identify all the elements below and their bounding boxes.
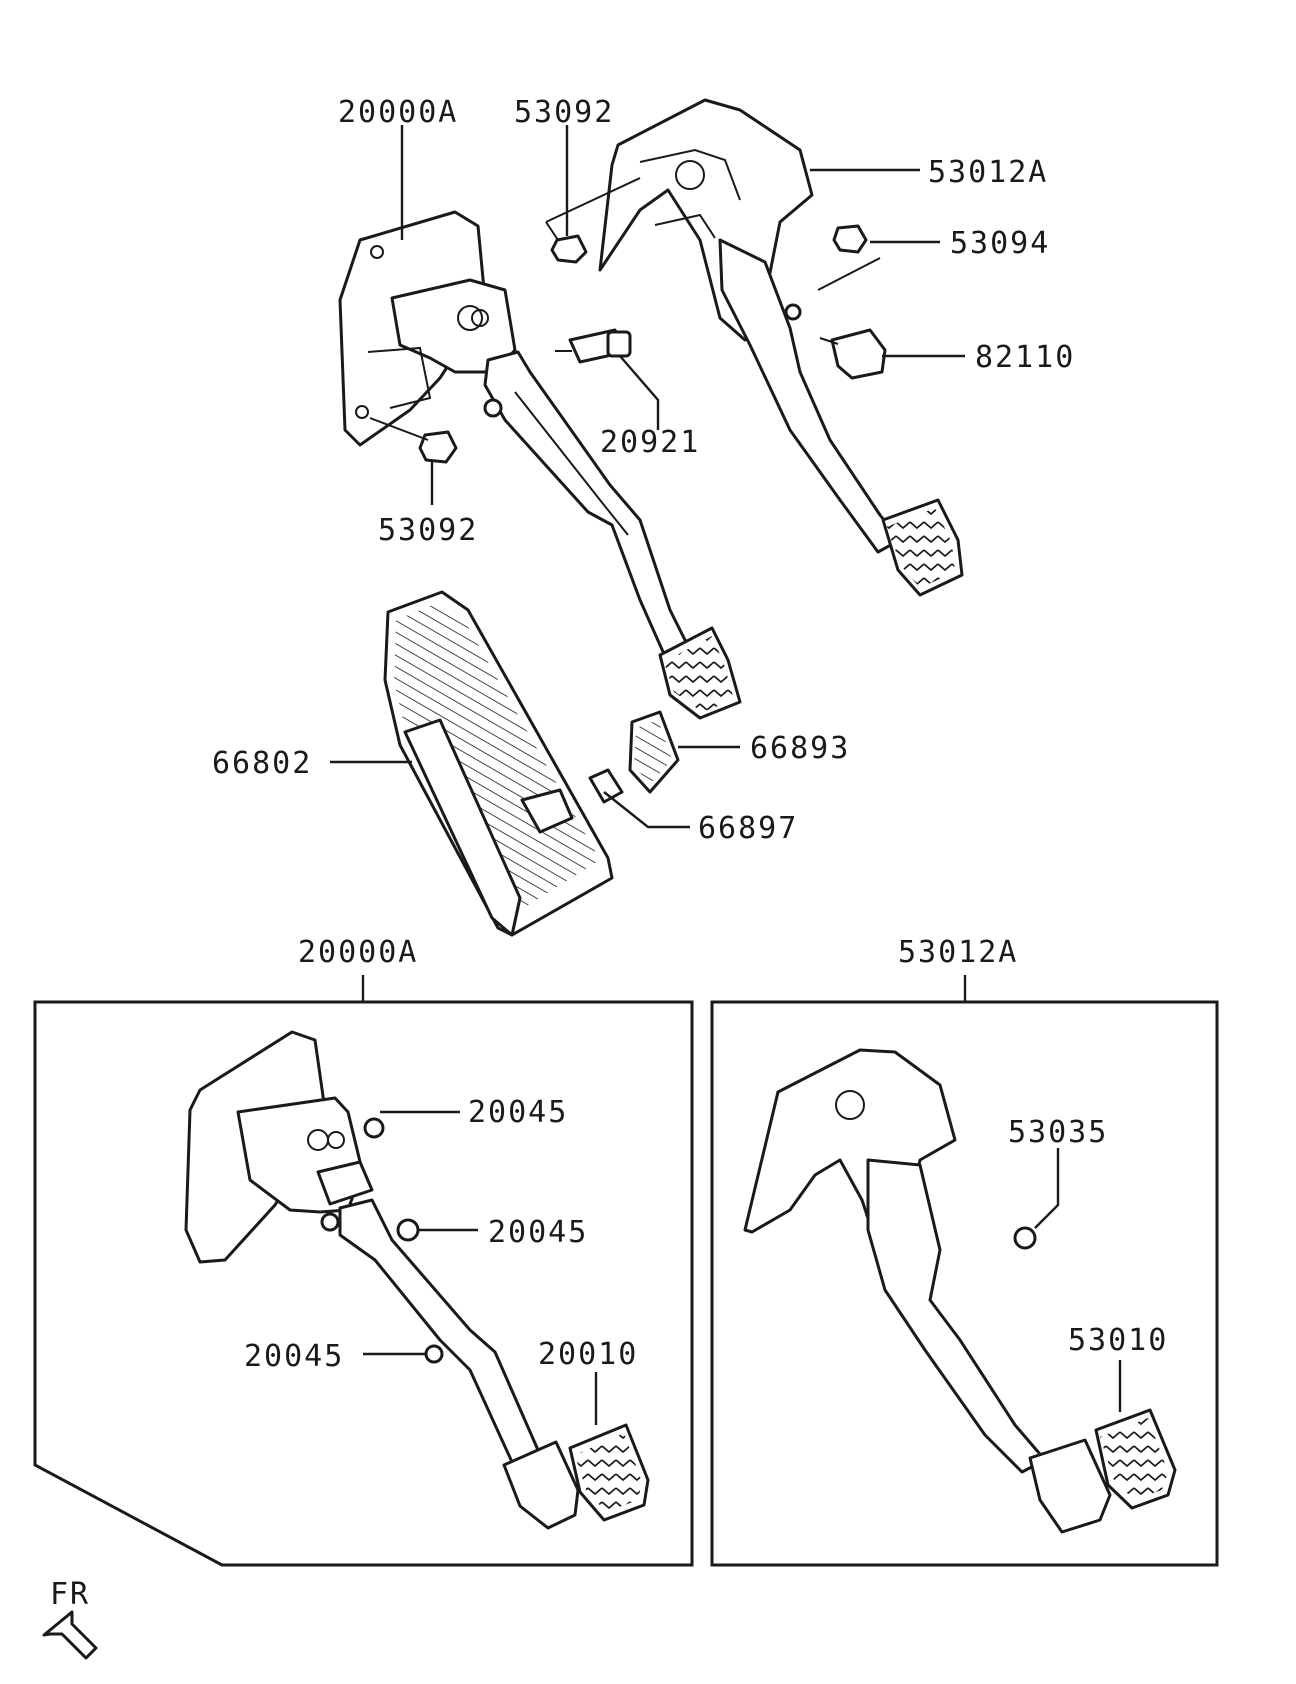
label-brake-pad: 53010 — [1068, 1323, 1168, 1358]
label-nut-lower: 53092 — [378, 513, 478, 548]
clutch-pedal-assembly — [338, 210, 742, 720]
nut-brake-part — [832, 224, 868, 254]
label-stopper-bolt: 66897 — [698, 811, 798, 846]
clutch-switch-part — [555, 328, 632, 364]
label-stopper-pad: 66893 — [750, 731, 850, 766]
nut-lower-part — [418, 430, 458, 464]
label-top-assy-clutch: 20000A — [338, 95, 458, 130]
label-bush-2: 20045 — [488, 1215, 588, 1250]
label-stop-switch: 82110 — [975, 340, 1075, 375]
label-nut-upper: 53092 — [514, 95, 614, 130]
label-brake-bush: 53035 — [1008, 1115, 1108, 1150]
clutch-pedal-detail — [184, 1030, 650, 1530]
label-top-assy-brake: 53012A — [928, 155, 1048, 190]
label-bush-3: 20045 — [244, 1339, 344, 1374]
brake-pedal-detail — [743, 1048, 1177, 1534]
label-nut-brake: 53094 — [950, 226, 1050, 261]
accelerator-pedal-part — [383, 590, 680, 937]
label-box-left-title: 20000A — [298, 935, 418, 970]
front-arrow-icon — [42, 1610, 98, 1660]
label-accel-pedal: 66802 — [212, 746, 312, 781]
label-box-right-title: 53012A — [898, 935, 1018, 970]
brake-pedal-assembly — [598, 98, 964, 597]
stop-switch-part — [819, 328, 887, 380]
label-clutch-switch: 20921 — [600, 425, 700, 460]
detail-box-clutch — [33, 1000, 694, 1567]
label-bush-1: 20045 — [468, 1095, 568, 1130]
nut-upper-part — [550, 234, 588, 264]
label-front-marker: FR — [50, 1577, 90, 1612]
label-clutch-pad: 20010 — [538, 1337, 638, 1372]
